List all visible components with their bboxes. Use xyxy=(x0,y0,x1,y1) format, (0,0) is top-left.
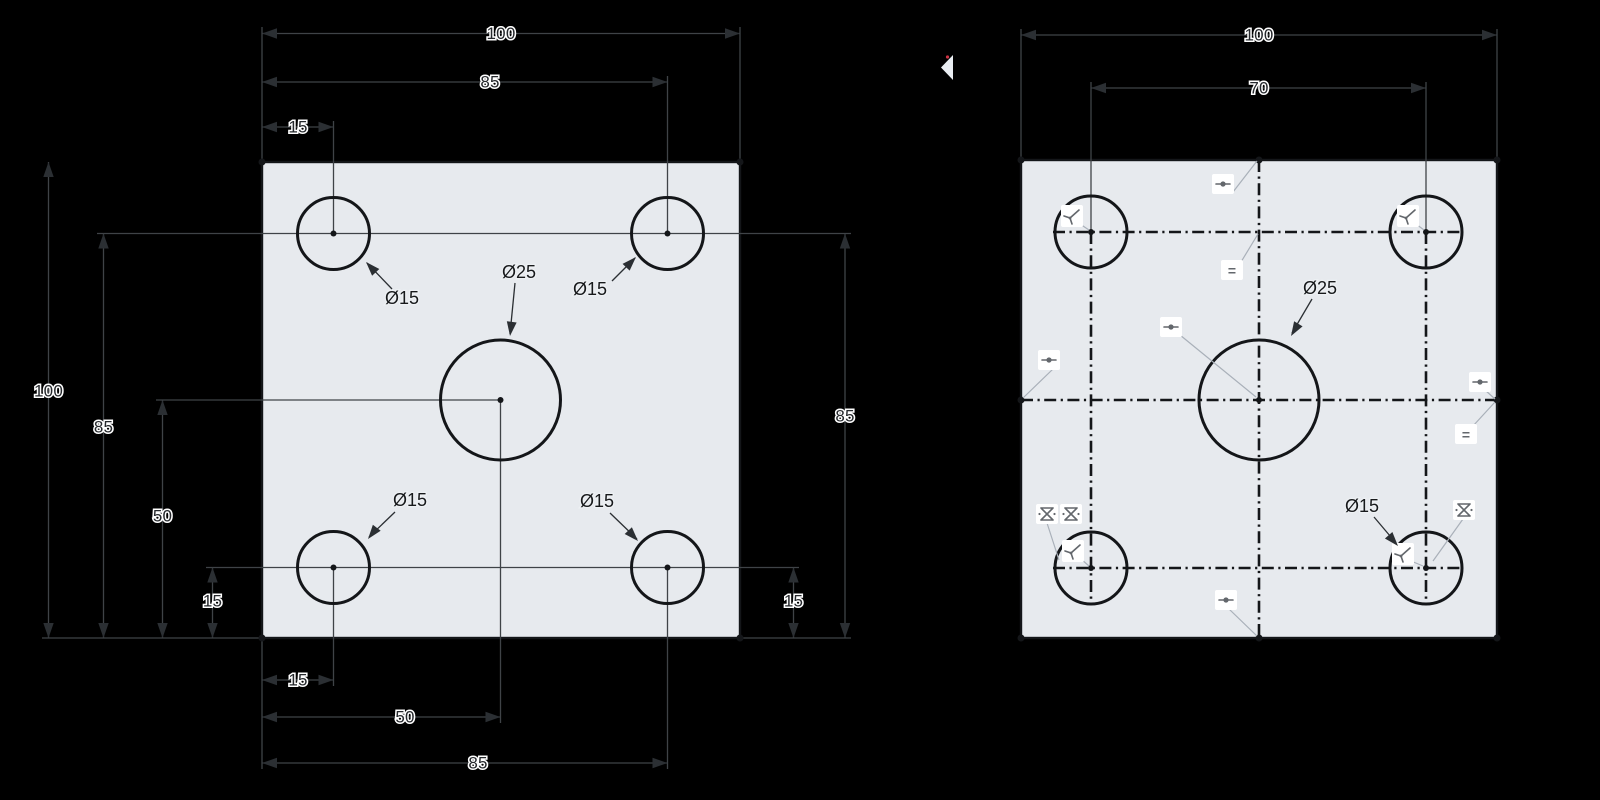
label-dia-top-left[interactable]: Ø15 xyxy=(384,287,421,310)
holes xyxy=(1053,194,1464,606)
dim-overall-height[interactable]: 100 xyxy=(33,380,65,402)
label-leaders xyxy=(1286,298,1402,550)
label-dia-center[interactable]: Ø25 xyxy=(501,261,538,284)
label-dia-bottom-left[interactable]: Ø15 xyxy=(392,489,429,512)
constraint-leaders xyxy=(1022,160,1496,637)
dim-bottom-hole-span[interactable]: 85 xyxy=(467,752,489,774)
coincident-constraint-icon[interactable] xyxy=(1060,204,1084,228)
left-view-dimensioned-drawing: 100 85 15 100 85 50 15 85 15 15 50 85 Ø1… xyxy=(33,23,856,775)
cursor-triangle-icon xyxy=(941,55,953,80)
hole-top-right[interactable] xyxy=(630,196,705,271)
symmetric-constraint-icon[interactable] xyxy=(1452,499,1476,521)
extension-lines xyxy=(42,27,851,769)
dimension-lines xyxy=(1021,29,1497,94)
symmetric-constraint-icon[interactable] xyxy=(1035,503,1059,525)
dim-top-hole-span[interactable]: 85 xyxy=(479,71,501,93)
dim-hole-span[interactable]: 70 xyxy=(1248,77,1270,99)
label-leaders xyxy=(362,253,642,545)
midpoint-constraint-icon[interactable] xyxy=(1211,173,1235,195)
dim-top-left-offset[interactable]: 15 xyxy=(287,116,309,138)
hole-top-right[interactable] xyxy=(1388,194,1464,270)
label-dia-bottom-right[interactable]: Ø15 xyxy=(579,490,616,513)
dim-bottom-left-offset[interactable]: 15 xyxy=(287,669,309,691)
diameter-labels: Ø15 Ø15 Ø25 Ø15 Ø15 xyxy=(384,261,616,513)
dim-bottom-right-height[interactable]: 15 xyxy=(782,590,804,612)
label-dia-bottom-right[interactable]: Ø15 xyxy=(1344,495,1381,518)
coincident-constraint-icon[interactable] xyxy=(1061,539,1085,563)
dim-center-height[interactable]: 50 xyxy=(151,505,173,527)
midpoint-constraint-icon[interactable] xyxy=(1468,371,1492,393)
coincident-constraint-icon[interactable] xyxy=(1396,204,1420,228)
dim-left-hole-span[interactable]: 85 xyxy=(92,416,114,438)
extension-lines xyxy=(1020,29,1498,232)
equal-constraint-icon[interactable]: = xyxy=(1455,424,1477,444)
label-dia-top-right[interactable]: Ø15 xyxy=(572,278,609,301)
holes xyxy=(296,196,705,605)
symmetric-constraint-icon[interactable] xyxy=(1059,503,1083,525)
midpoint-constraint-icon[interactable] xyxy=(1159,316,1183,338)
diameter-labels: Ø25 Ø15 xyxy=(1302,277,1381,518)
dimension-texts: 100 85 15 100 85 50 15 85 15 15 50 85 xyxy=(33,23,856,775)
dim-overall-width[interactable]: 100 xyxy=(485,23,517,45)
hole-bottom-left[interactable] xyxy=(296,530,371,605)
svg-text:=: = xyxy=(1228,263,1236,279)
svg-text:=: = xyxy=(1462,427,1470,443)
right-view-constrained-sketch: = = 100 70 Ø25 Ø15 xyxy=(1017,24,1501,642)
coincident-constraint-icon[interactable] xyxy=(1391,542,1415,566)
label-dia-center[interactable]: Ø25 xyxy=(1302,277,1339,300)
equal-constraint-icon[interactable]: = xyxy=(1221,260,1243,280)
mouse-cursor xyxy=(941,55,953,80)
vertex-points xyxy=(258,158,744,642)
cursor-red-dot xyxy=(945,55,950,59)
dim-overall-width[interactable]: 100 xyxy=(1243,24,1275,46)
constraint-icons: = = xyxy=(1035,173,1492,611)
dim-center-offset[interactable]: 50 xyxy=(394,706,416,728)
hole-top-left[interactable] xyxy=(296,196,371,271)
midpoint-constraint-icon[interactable] xyxy=(1037,349,1061,371)
hole-bottom-left[interactable] xyxy=(1053,530,1129,606)
hole-bottom-right[interactable] xyxy=(1388,530,1464,606)
hole-center[interactable] xyxy=(439,338,562,462)
hole-center[interactable] xyxy=(1197,338,1321,462)
dim-bottom-left-height[interactable]: 15 xyxy=(201,590,223,612)
midpoint-constraint-icon[interactable] xyxy=(1214,589,1238,611)
dimension-lines xyxy=(47,32,846,764)
dim-right-hole-span[interactable]: 85 xyxy=(834,405,856,427)
hole-top-left[interactable] xyxy=(1053,194,1129,270)
vertex-points xyxy=(1017,156,1501,642)
dimension-texts: 100 70 xyxy=(1243,24,1275,99)
hole-bottom-right[interactable] xyxy=(630,530,705,605)
